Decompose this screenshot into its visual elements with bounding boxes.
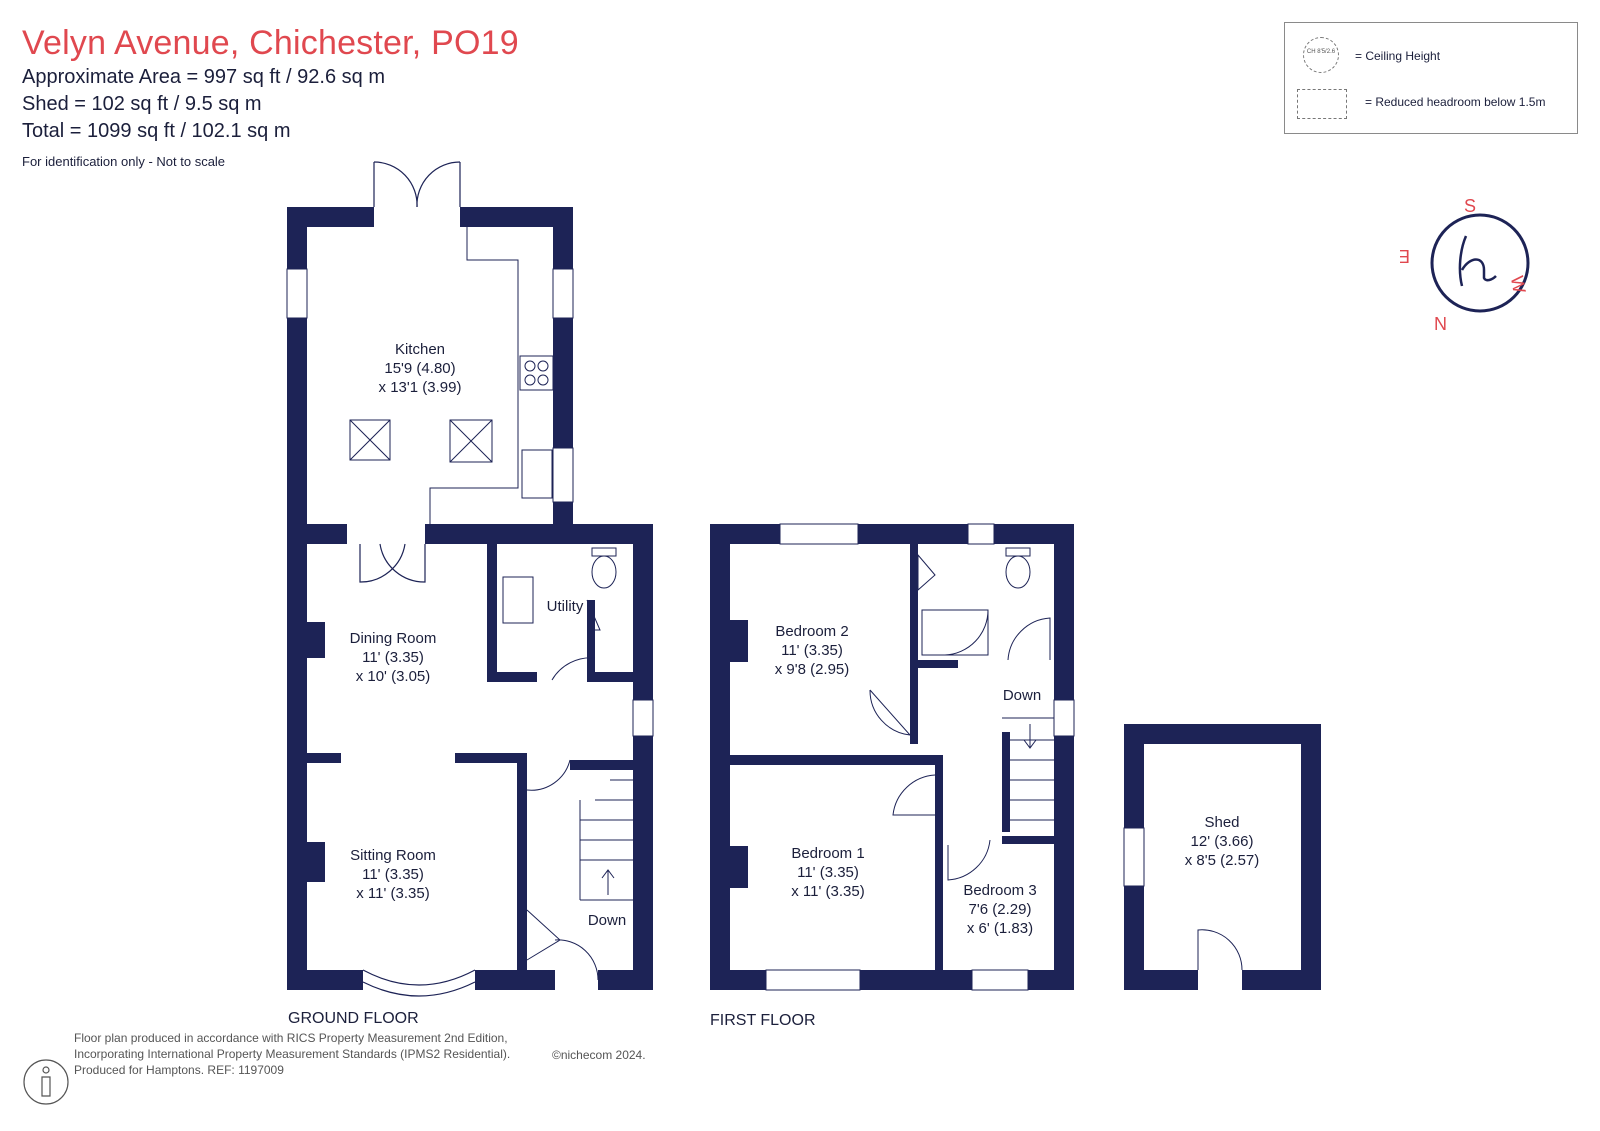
footer-notes: Floor plan produced in accordance with R… — [74, 1030, 510, 1078]
kitchen-dim2: x 13'1 (3.99) — [379, 379, 462, 396]
bedroom1-name: Bedroom 1 — [791, 845, 864, 862]
bay-window — [362, 969, 476, 997]
bedroom2-dim1: 11' (3.35) — [781, 642, 843, 659]
page-title: Velyn Avenue, Chichester, PO19 — [22, 24, 519, 62]
utility-fixtures — [502, 547, 617, 981]
kitchen-dim1: 15'9 (4.80) — [384, 360, 455, 377]
dining-dim1: 11' (3.35) — [362, 649, 424, 666]
reduced-headroom-symbol — [1297, 89, 1347, 119]
ground-floor-label: GROUND FLOOR — [288, 1010, 419, 1027]
compass-north: N — [1434, 314, 1447, 334]
shed-walls — [1124, 724, 1321, 990]
logo-icon — [1458, 235, 1497, 287]
compass-west: W — [1507, 274, 1530, 294]
shed-name: Shed — [1204, 814, 1239, 831]
footer-line-3: Produced for Hamptons. REF: 1197009 — [74, 1063, 284, 1077]
shed-dim2: x 8'5 (2.57) — [1185, 852, 1260, 869]
sitting-name: Sitting Room — [350, 847, 436, 864]
kitchen-name: Kitchen — [395, 341, 445, 358]
reduced-headroom-label: = Reduced headroom below 1.5m — [1365, 95, 1546, 109]
shed-door — [1197, 929, 1243, 971]
bedroom2-name: Bedroom 2 — [775, 623, 848, 640]
kitchen-counters — [349, 227, 554, 524]
bedroom1-dim1: 11' (3.35) — [797, 864, 859, 881]
bedroom1-dim2: x 11' (3.35) — [791, 883, 864, 900]
kitchen-french-doors — [359, 161, 461, 583]
info-person-icon — [23, 1059, 69, 1105]
footer-line-1: Floor plan produced in accordance with R… — [74, 1031, 508, 1045]
shed-window — [1123, 827, 1145, 887]
ceiling-height-symbol: CH 8'5/2.6 — [1303, 37, 1339, 73]
legend-box: CH 8'5/2.6 = Ceiling Height = Reduced he… — [1284, 22, 1578, 134]
utility-name: Utility — [547, 598, 584, 615]
ground-stairs-label: Down — [588, 912, 626, 929]
shed-area: Shed = 102 sq ft / 9.5 sq m — [22, 93, 262, 115]
sitting-dim1: 11' (3.35) — [362, 866, 424, 883]
sitting-dim2: x 11' (3.35) — [356, 885, 429, 902]
bedroom2-dim2: x 9'8 (2.95) — [775, 661, 850, 678]
bedroom3-dim1: 7'6 (2.29) — [969, 901, 1032, 918]
bedroom3-dim2: x 6' (1.83) — [967, 920, 1033, 937]
first-fixtures — [869, 547, 1054, 881]
approx-area: Approximate Area = 997 sq ft / 92.6 sq m — [22, 66, 385, 88]
compass-east: E — [1400, 246, 1410, 266]
bedroom3-name: Bedroom 3 — [963, 882, 1036, 899]
footer-line-2: Incorporating International Property Mea… — [74, 1047, 511, 1061]
first-floor-walls — [710, 524, 1074, 990]
compass: S W N E — [1400, 196, 1530, 334]
total-area: Total = 1099 sq ft / 102.1 sq m — [22, 120, 291, 142]
ground-stairs — [579, 779, 633, 901]
dining-name: Dining Room — [350, 630, 437, 647]
dining-dim2: x 10' (3.05) — [356, 668, 431, 685]
first-floor-label: FIRST FLOOR — [710, 1012, 816, 1029]
shed-dim1: 12' (3.66) — [1191, 833, 1254, 850]
ceiling-height-label: = Ceiling Height — [1355, 49, 1441, 63]
copyright: ©nichecom 2024. — [552, 1048, 646, 1062]
ground-floor-walls — [287, 207, 653, 990]
scale-note: For identification only - Not to scale — [22, 154, 226, 169]
first-stairs-label: Down — [1003, 687, 1041, 704]
first-windows — [765, 523, 1075, 991]
compass-south: S — [1464, 196, 1476, 216]
compass-ring — [1430, 213, 1530, 313]
ground-windows — [286, 268, 654, 737]
